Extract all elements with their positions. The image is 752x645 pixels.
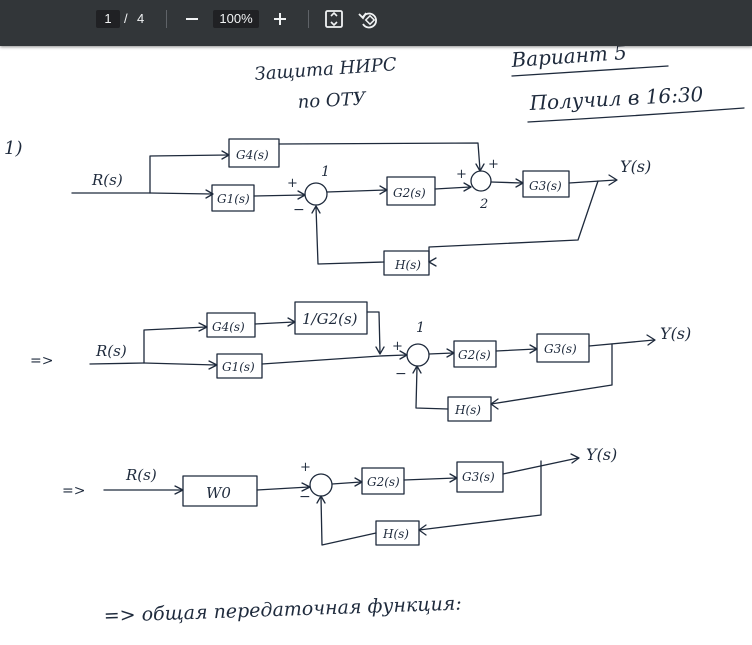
problem-number: 1): [4, 138, 22, 159]
received-underline: [527, 107, 745, 123]
page-separator: /: [124, 11, 128, 26]
diagram3-block-h-label: H(s): [382, 527, 409, 541]
diagram1-block-g3-label: G3(s): [529, 179, 562, 193]
toolbar-divider: [308, 10, 309, 28]
zoom-in-button[interactable]: [268, 8, 292, 30]
diagram2-block-g3-label: G3(s): [544, 342, 577, 356]
diagram3-summing-junction: [309, 473, 333, 497]
diagram3-block-g2: [361, 467, 405, 495]
diagram1-block-g4: [228, 138, 280, 168]
diagram2-sign-minus: −: [395, 366, 407, 382]
rotate-button[interactable]: [356, 8, 382, 32]
diagram1-input-label: R(s): [91, 171, 123, 189]
diagram3-sign-plus: +: [300, 460, 311, 475]
diagram2-sign-plus: +: [392, 339, 403, 354]
diagram2-summing-junction: [406, 343, 430, 367]
diagram1-upper-branch: [149, 154, 229, 194]
minus-icon: [186, 18, 198, 20]
diagram3-block-g2-label: G2(s): [367, 475, 400, 489]
diagram3-output-label: Y(s): [586, 445, 617, 464]
diagram2-block-h-label: H(s): [454, 403, 481, 417]
diagram2-implies-arrow: =>: [30, 353, 53, 369]
fit-to-page-icon: [325, 10, 343, 28]
diagram1-block-g1: [211, 184, 255, 212]
handwritten-page: Защита НИРС по ОТУ Вариант 5 Получил в 1…: [4, 46, 745, 627]
diagram1-block-g1-label: G1(s): [217, 192, 250, 206]
toolbar-divider: [166, 10, 167, 28]
diagram2-block-g1: [216, 353, 263, 379]
diagram1-feedforward-path: [278, 142, 481, 171]
diagram2-input-label: R(s): [95, 342, 127, 360]
header-title-line1: Защита НИРС: [254, 54, 398, 85]
diagram3-block-w0: [182, 475, 258, 507]
block-diagram-1: R(s) G4(s) G1(s) + − 1 G2(s) +: [71, 138, 651, 276]
diagram1-block-g2: [386, 176, 436, 206]
diagram1-sum1-label: 1: [321, 164, 330, 180]
diagram2-block-inv-g2: [294, 301, 368, 335]
diagram1-sum2-plus-left: +: [456, 167, 467, 182]
diagram2-sum-label: 1: [416, 320, 425, 336]
diagram1-sign-minus: −: [293, 202, 305, 218]
diagram1-sum2-plus-top: +: [488, 157, 499, 172]
diagram2-block-g4-label: G4(s): [212, 320, 245, 334]
diagram2-block-g4: [206, 312, 256, 338]
block-diagram-2: => R(s) G4(s) 1/G2(s) G1(s) + − 1: [30, 301, 691, 422]
document-page: Защита НИРС по ОТУ Вариант 5 Получил в 1…: [0, 46, 752, 645]
diagram1-feedback-path: [428, 180, 599, 263]
diagram1-output-line: [568, 179, 617, 184]
diagram2-output-label: Y(s): [660, 324, 691, 343]
zoom-out-button[interactable]: [180, 8, 204, 30]
zoom-level-input[interactable]: 100%: [213, 10, 259, 28]
pdf-toolbar: 1 / 4 100%: [0, 0, 752, 46]
diagram1-summing-junction-1: [304, 182, 328, 206]
diagram3-input-label: R(s): [125, 466, 157, 484]
diagram1-block-h: [383, 250, 430, 276]
diagram2-block-inv-g2-label: 1/G2(s): [302, 310, 358, 328]
header-variant: Вариант 5: [510, 46, 628, 72]
diagram3-implies-arrow: =>: [62, 483, 85, 499]
diagram3-block-w0-label: W0: [206, 484, 231, 502]
diagram1-output-label: Y(s): [620, 157, 651, 176]
page-number-input[interactable]: 1: [96, 10, 120, 28]
diagram2-block-g3: [536, 333, 590, 363]
footer-note: => общая передаточная функция:: [103, 593, 462, 627]
rotate-icon: [358, 12, 377, 29]
diagram3-sign-minus: −: [299, 489, 311, 505]
diagram1-block-g4-label: G4(s): [236, 148, 269, 162]
diagram1-sum2-label: 2: [479, 197, 488, 212]
diagram1-block-h-label: H(s): [394, 258, 421, 272]
plus-icon: [274, 13, 286, 25]
diagram1-summing-junction-2: [470, 170, 492, 192]
diagram1-block-g2-label: G2(s): [393, 186, 426, 200]
diagram2-block-g2-label: G2(s): [458, 348, 491, 362]
diagram2-block-g2: [453, 340, 497, 368]
diagram1-block-g3: [522, 170, 570, 198]
variant-underline: [511, 65, 669, 77]
header-received: Получил в 16:30: [528, 82, 704, 115]
page-total-count: 4: [137, 11, 145, 26]
fit-to-page-button[interactable]: [322, 8, 346, 30]
block-diagram-3: => R(s) W0 + − G2(s) G3(s) Y(s) H: [62, 445, 617, 546]
header-title-line2: по ОТУ: [297, 88, 368, 113]
diagram3-block-g3: [456, 461, 504, 493]
diagram1-sign-plus: +: [287, 176, 298, 191]
diagram2-block-g1-label: G1(s): [222, 360, 255, 374]
diagram3-block-g3-label: G3(s): [462, 470, 495, 484]
